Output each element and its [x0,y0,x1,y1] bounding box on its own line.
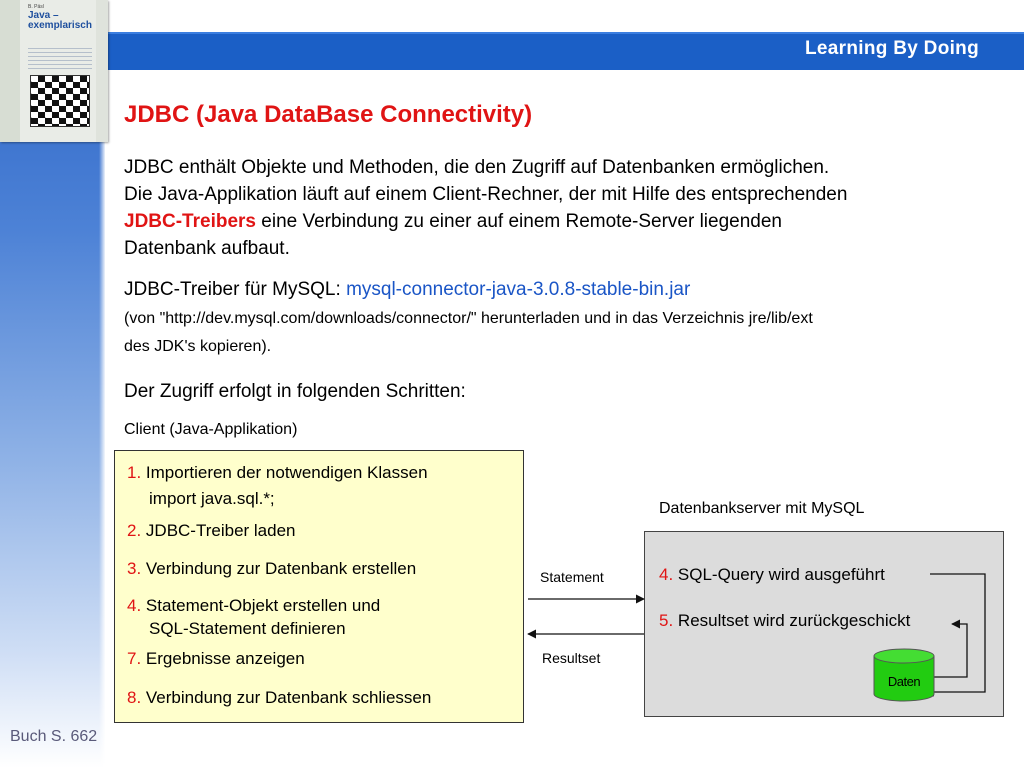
intro-line-3-rest: eine Verbindung zu einer auf einem Remot… [256,211,782,232]
chessboard-icon [30,75,90,127]
intro-paragraph: JDBC enthält Objekte und Methoden, die d… [124,154,1004,262]
statement-label: Statement [540,569,604,585]
client-step-7: 7. Ergebnisse anzeigen [127,647,305,670]
footer-page-reference: Buch S. 662 [10,728,98,745]
step-number: 5. [659,611,674,630]
driver-line: JDBC-Treiber für MySQL: mysql-connector-… [124,279,690,301]
step-number: 8. [127,688,142,707]
client-label: Client (Java-Applikation) [124,421,298,438]
client-steps-box: 1. Importieren der notwendigen Klassen i… [114,450,524,723]
server-label: Datenbankserver mit MySQL [659,500,865,517]
driver-note-line-1: (von "http://dev.mysql.com/downloads/con… [124,310,813,327]
step-number: 4. [659,565,674,584]
driver-note: (von "http://dev.mysql.com/downloads/con… [124,305,1004,361]
step-text: Resultset wird zurückgeschickt [673,611,911,630]
step-text: Verbindung zur Datenbank schliessen [141,688,432,707]
book-title-line1: Java – [28,10,59,21]
driver-note-line-2: des JDK's kopieren). [124,338,272,355]
client-step-2: 2. JDBC-Treiber laden [127,519,296,542]
header-banner: Learning By Doing [805,38,979,59]
book-author: B. Päsl [28,4,44,10]
step-number: 1. [127,463,142,482]
book-title-line2: exemplarisch [28,20,92,31]
step-number: 2. [127,521,142,540]
client-step-3: 3. Verbindung zur Datenbank erstellen [127,557,416,580]
book-side [96,0,108,142]
step-text: Ergebnisse anzeigen [141,649,305,668]
step-text: Verbindung zur Datenbank erstellen [141,559,417,578]
steps-intro: Der Zugriff erfolgt in folgenden Schritt… [124,381,466,402]
driver-file-link[interactable]: mysql-connector-java-3.0.8-stable-bin.ja… [346,279,691,300]
client-step-8: 8. Verbindung zur Datenbank schliessen [127,686,431,709]
book-text-lines [28,48,92,70]
step-text: Statement-Objekt erstellen und [141,596,381,615]
server-step-4: 4. SQL-Query wird ausgeführt [659,565,885,585]
step-text: Importieren der notwendigen Klassen [141,463,428,482]
step-number: 3. [127,559,142,578]
resultset-label: Resultset [542,650,601,666]
jdbc-treibers-highlight: JDBC-Treibers [124,211,256,232]
book-cover-image: B. Päsl Java – exemplarisch [0,0,108,142]
driver-label: JDBC-Treiber für MySQL: [124,279,347,300]
book-title: Java – exemplarisch [28,11,92,31]
slide-title: JDBC (Java DataBase Connectivity) [124,101,533,128]
step-text: SQL-Query wird ausgeführt [673,565,885,584]
header-bar [105,32,1024,70]
step-text: JDBC-Treiber laden [141,521,296,540]
step-number: 7. [127,649,142,668]
step-number: 4. [127,596,142,615]
server-step-5: 5. Resultset wird zurückgeschickt [659,611,910,631]
book-spine [0,0,20,142]
intro-line-1: JDBC enthält Objekte und Methoden, die d… [124,157,830,178]
step-text-sub: import java.sql.*; [149,489,275,508]
server-box: 4. SQL-Query wird ausgeführt 5. Resultse… [644,531,1004,717]
client-step-1: 1. Importieren der notwendigen Klassen i… [127,461,428,510]
intro-line-2: Die Java-Applikation läuft auf einem Cli… [124,184,848,205]
client-step-4: 4. Statement-Objekt erstellen und SQL-St… [127,594,380,640]
intro-line-4: Datenbank aufbaut. [124,238,290,259]
step-text-sub: SQL-Statement definieren [149,619,346,638]
intro-line-3: JDBC-Treibers eine Verbindung zu einer a… [124,208,1004,235]
